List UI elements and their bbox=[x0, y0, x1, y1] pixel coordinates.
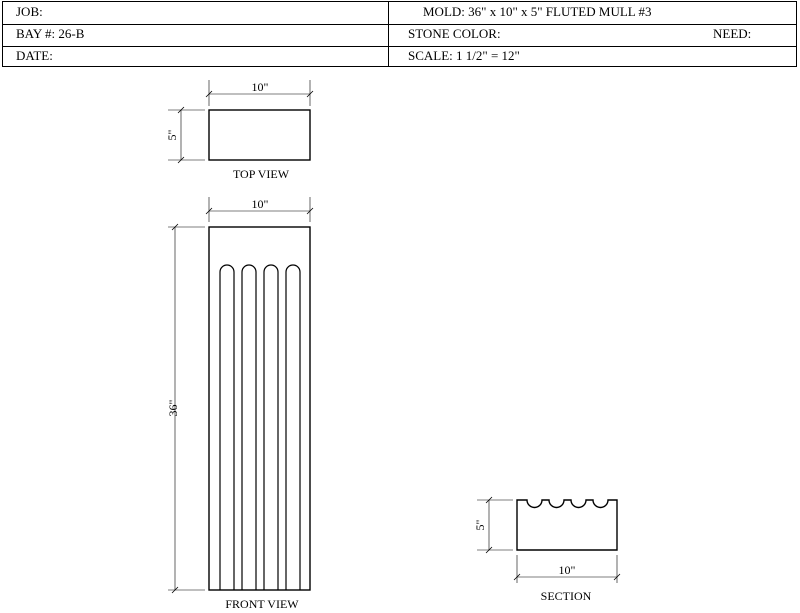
front-flute-3 bbox=[263, 264, 279, 590]
scale-field: SCALE: 1 1/2" = 12" bbox=[408, 48, 520, 63]
top-view-height-label: 5" bbox=[165, 129, 179, 140]
title-block-divider bbox=[388, 2, 389, 66]
front-view bbox=[168, 197, 314, 594]
top-width-tick-right bbox=[306, 90, 314, 98]
mold-field: MOLD: 36" x 10" x 5" FLUTED MULL #3 bbox=[423, 4, 652, 19]
top-view-width-label: 10" bbox=[252, 80, 269, 94]
top-view-label: TOP VIEW bbox=[233, 167, 290, 181]
section-height-tick-top bbox=[485, 496, 493, 504]
stone-color-field: STONE COLOR: bbox=[408, 26, 501, 41]
front-view-height-label: 36" bbox=[166, 399, 180, 416]
section-width-label: 10" bbox=[559, 563, 576, 577]
front-view-width-label: 10" bbox=[252, 197, 269, 211]
section-view bbox=[477, 496, 621, 583]
front-flute-4 bbox=[285, 264, 301, 590]
date-field: DATE: bbox=[16, 48, 53, 63]
bay-field: BAY #: 26-B bbox=[16, 26, 85, 41]
top-height-tick-bottom bbox=[177, 156, 185, 164]
front-width-tick-left bbox=[205, 207, 213, 215]
top-width-tick-left bbox=[205, 90, 213, 98]
front-height-tick-top bbox=[171, 223, 179, 231]
title-block: JOB: MOLD: 36" x 10" x 5" FLUTED MULL #3… bbox=[2, 1, 797, 67]
front-view-label: FRONT VIEW bbox=[225, 597, 299, 611]
section-label: SECTION bbox=[541, 589, 592, 603]
front-view-outline bbox=[208, 226, 311, 591]
top-view-outline bbox=[208, 109, 311, 161]
section-width-tick-right bbox=[613, 573, 621, 581]
front-height-tick-bottom bbox=[171, 586, 179, 594]
section-outline bbox=[516, 499, 618, 551]
section-height-label: 5" bbox=[473, 519, 487, 530]
job-field: JOB: bbox=[16, 4, 43, 19]
title-row-3: DATE: SCALE: 1 1/2" = 12" bbox=[3, 46, 796, 67]
section-height-tick-bottom bbox=[485, 546, 493, 554]
front-width-tick-right bbox=[306, 207, 314, 215]
need-field: NEED: bbox=[713, 26, 752, 41]
front-flute-2 bbox=[241, 264, 257, 590]
section-width-tick-left bbox=[513, 573, 521, 581]
title-row-2: BAY #: 26-B STONE COLOR: NEED: bbox=[3, 24, 796, 47]
top-height-tick-top bbox=[177, 106, 185, 114]
front-flute-1 bbox=[219, 264, 235, 590]
top-view bbox=[168, 80, 314, 164]
title-row-1: JOB: MOLD: 36" x 10" x 5" FLUTED MULL #3 bbox=[3, 2, 796, 25]
